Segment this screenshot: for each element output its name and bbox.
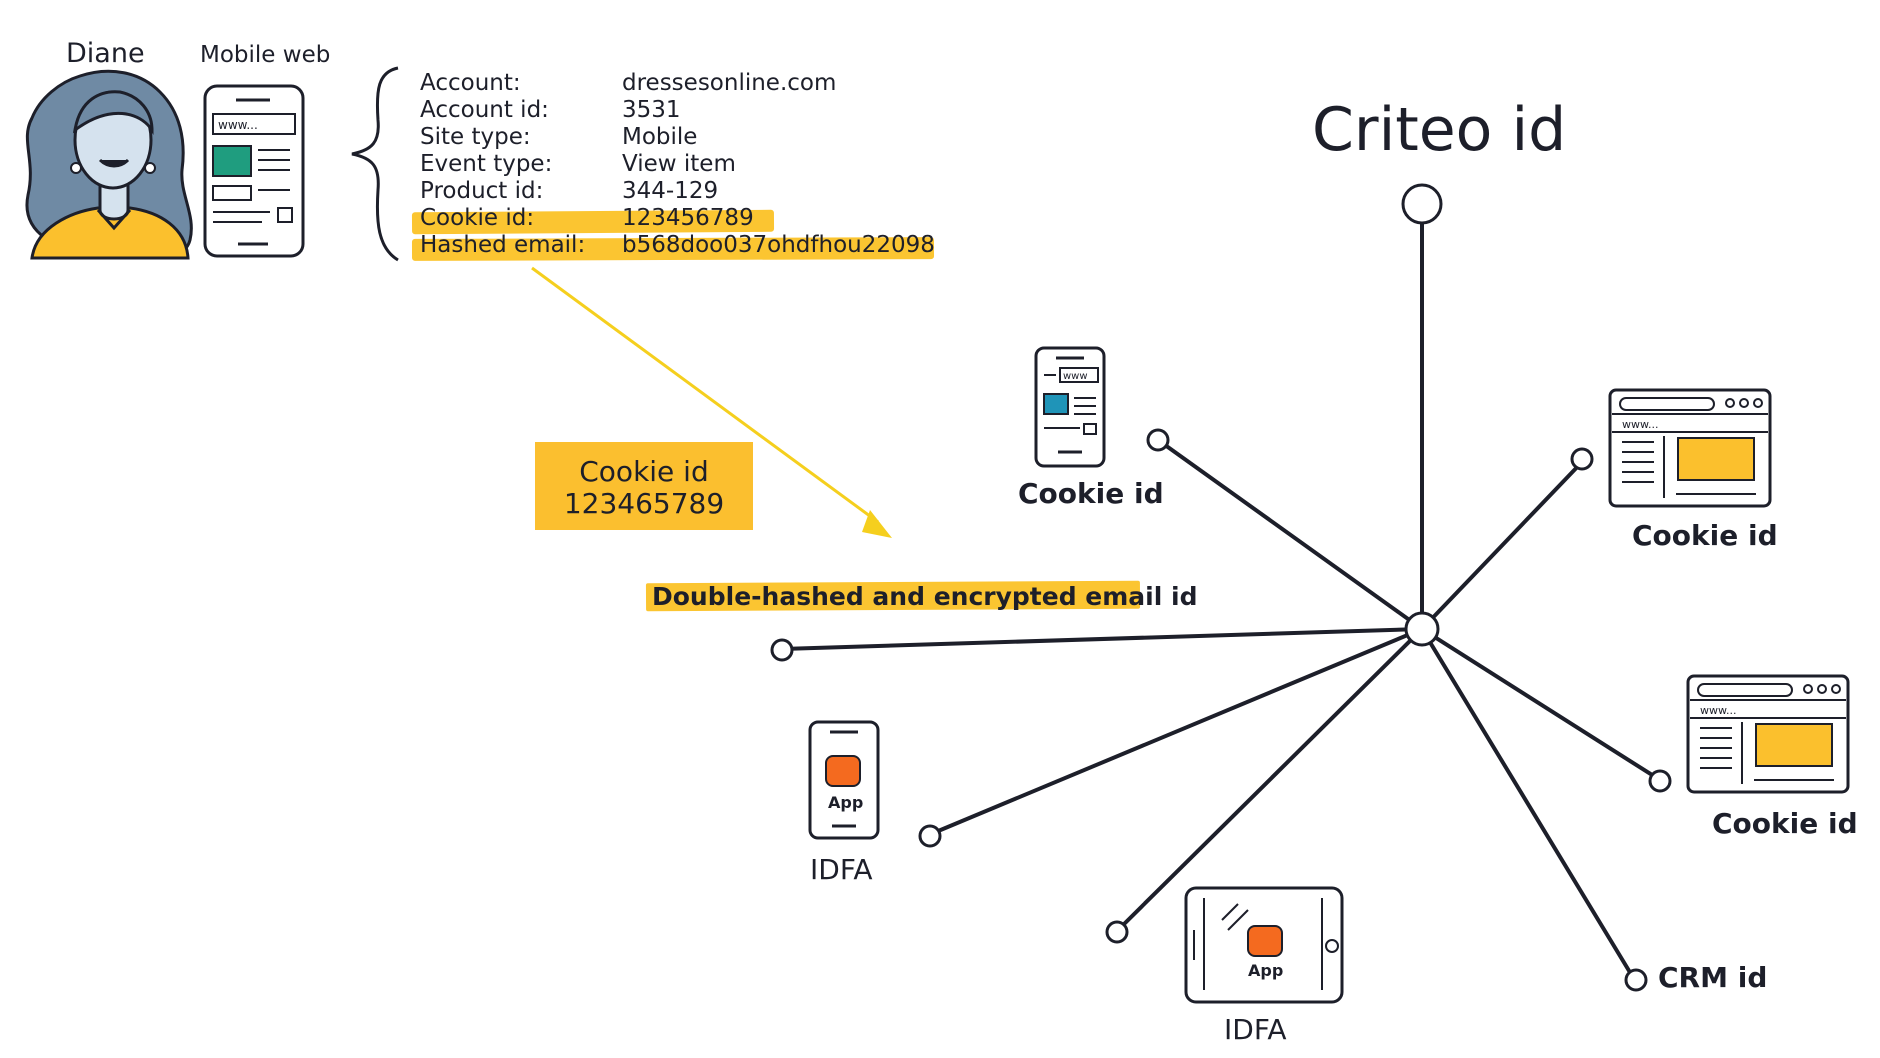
criteo-id-title: Criteo id: [1312, 95, 1567, 165]
cookie-card-value: 123465789: [563, 487, 725, 520]
record-key-product-id: Product id:: [420, 178, 544, 204]
record-key-hashed-email: Hashed email:: [420, 232, 586, 258]
tablet-app-label: IDFA: [1224, 1013, 1287, 1046]
record-value-hashed-email: b568doo037ohdfhou22098: [622, 232, 935, 258]
record-key-site-type: Site type:: [420, 124, 531, 150]
record-key-account-id: Account id:: [420, 97, 549, 123]
diane-avatar: [25, 69, 193, 260]
phone-app-text: App: [828, 793, 863, 812]
desktop-browser-top-icon: www...: [1608, 388, 1772, 508]
desktop-top-url-text: www...: [1622, 418, 1658, 431]
mobile-web-url-text: www...: [218, 118, 258, 132]
phone-app-icon: App: [808, 720, 880, 840]
record-brace: [351, 66, 399, 262]
cookie-card-label: Cookie id: [579, 455, 709, 488]
record-key-event-type: Event type:: [420, 151, 553, 177]
record-value-account: dressesonline.com: [622, 70, 837, 96]
record-key-account: Account:: [420, 70, 521, 96]
desktop-cookie-bottom-label: Cookie id: [1712, 807, 1858, 840]
record-value-product-id: 344-129: [622, 178, 719, 204]
device-label: Mobile web: [200, 42, 331, 68]
mobile-cookie-node: [1146, 428, 1170, 452]
record-value-account-id: 3531: [622, 97, 681, 123]
desktop-cookie-top-label: Cookie id: [1632, 519, 1778, 552]
phone-app-label: IDFA: [810, 853, 873, 886]
crm-node: [1624, 968, 1648, 992]
record-value-event-type: View item: [622, 151, 736, 177]
desktop-bottom-url-text: www...: [1700, 704, 1736, 717]
mobile-web-phone-icon: www...: [203, 84, 305, 258]
email-id-label: Double-hashed and encrypted email id: [652, 582, 1198, 611]
record-value-cookie-id: 123456789: [622, 205, 754, 231]
record-key-cookie-id: Cookie id:: [420, 205, 535, 231]
criteo-id-top-node: [1401, 183, 1443, 225]
tablet-app-icon: App: [1184, 886, 1344, 1004]
persona-name: Diane: [66, 38, 145, 69]
email-id-node: [770, 638, 794, 662]
crm-id-label: CRM id: [1658, 961, 1768, 994]
desktop-cookie-top-node: [1570, 447, 1594, 471]
cookie-id-card: [535, 442, 753, 530]
mobile-cookie-url-text: www: [1063, 371, 1088, 382]
desktop-cookie-bottom-node: [1648, 769, 1672, 793]
graph-nodes: [770, 183, 1672, 992]
tablet-app-node: [1105, 920, 1129, 944]
phone-app-node: [918, 824, 942, 848]
graph-edges: [781, 222, 1662, 981]
cookie-arrow: [531, 266, 892, 538]
mobile-cookie-label: Cookie id: [1018, 477, 1164, 510]
record-value-site-type: Mobile: [622, 124, 698, 150]
desktop-browser-bottom-icon: www...: [1686, 674, 1850, 794]
mobile-cookie-phone-icon: www: [1034, 346, 1106, 468]
tablet-app-text: App: [1248, 961, 1283, 980]
criteo-id-hub-node: [1404, 611, 1440, 647]
